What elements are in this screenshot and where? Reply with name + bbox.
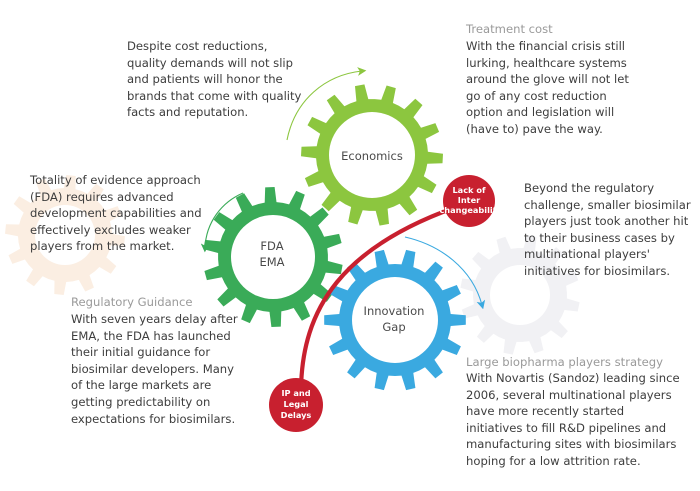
fda-gear-label-line1: FDA [260,239,283,253]
ip-badge-line2: Legal [284,399,309,409]
regulatory-challenge-text: Beyond the regulatory challenge, smaller… [524,181,691,278]
barrier-connector-line [298,200,471,393]
ip-badge-line3: Delays [281,410,312,420]
economics-gear [301,84,443,226]
ip-legal-delays-badge [269,378,323,432]
treatment-cost-text: With the financial crisis still lurking,… [466,39,629,136]
fda-ema-gear-hub [231,215,315,299]
ema-gear-label-line2: EMA [259,255,284,269]
totality-of-evidence-text: Totality of evidence approach (FDA) requ… [30,173,202,254]
innovation-gap-gear-hub [352,277,438,363]
interchangeability-badge-line3: -changeability [436,205,503,215]
innovation-rotation-arrow [404,236,486,310]
biopharma-strategy-text: With Novartis (Sandoz) leading since 200… [466,371,680,468]
biopharma-strategy-title: Large biopharma players strategy [466,355,663,369]
ip-badge-line1: IP and [281,388,310,398]
treatment-cost-title: Treatment cost [466,22,553,36]
economics-gear-hub [329,112,415,198]
interchangeability-badge [443,175,495,227]
regulatory-guidance-title: Regulatory Guidance [71,295,193,309]
gap-gear-label-line2: Gap [382,320,405,334]
ghost-gear-right-hub [490,265,550,325]
economics-gear-label: Economics [341,149,403,163]
quality-demands-text: Despite cost reductions, quality demands… [127,39,302,120]
background-gears [5,175,580,355]
interchangeability-badge-line2: Inter [458,195,481,205]
innovation-gap-gear [324,249,466,391]
interchangeability-badge-line1: Lack of [452,185,486,195]
economics-rotation-arrow [286,67,367,141]
innovation-gear-label-line1: Innovation [364,304,425,318]
regulatory-guidance-text: With seven years delay after EMA, the FD… [71,312,238,426]
ghost-gear-left-hub [35,205,95,265]
fda-ema-gear [203,187,343,327]
